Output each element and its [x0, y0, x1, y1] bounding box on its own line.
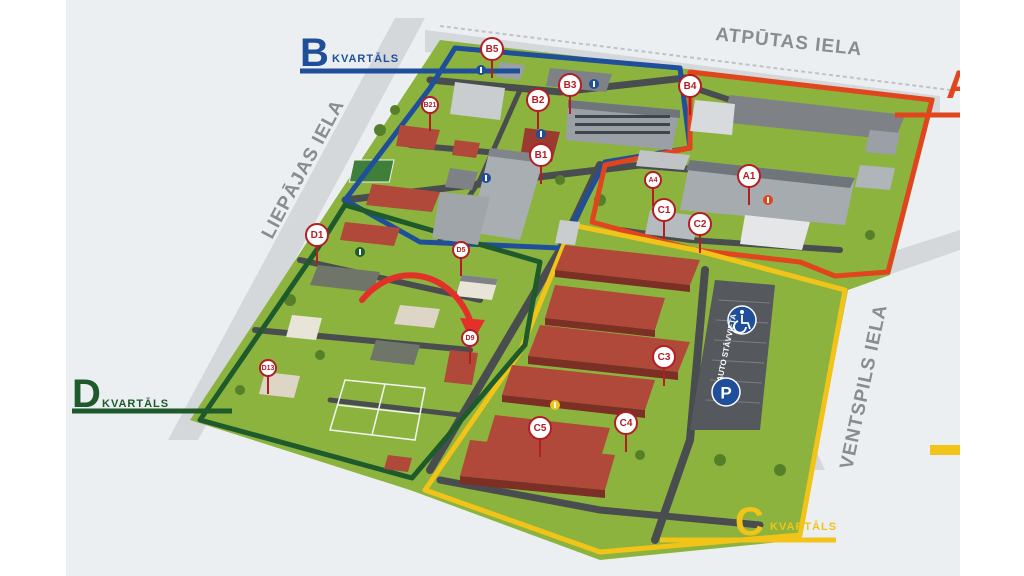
info-icon-b5	[476, 65, 486, 75]
yellow-edge-marker	[930, 445, 960, 455]
quarter-d-callout[interactable]: D KVARTĀLS	[72, 372, 232, 416]
marker-label: C5	[534, 423, 547, 434]
marker-b2[interactable]: B2	[526, 88, 550, 129]
info-icon-a1	[763, 195, 773, 205]
marker-c5[interactable]: C5	[528, 416, 552, 457]
marker-d13[interactable]: D13	[259, 359, 277, 394]
info-icon-b1	[536, 129, 546, 139]
parking-sign[interactable]: P	[711, 377, 741, 407]
marker-pin-icon	[737, 164, 761, 188]
marker-pin-icon	[529, 143, 553, 167]
marker-label: C3	[658, 352, 671, 363]
info-icon-b3	[589, 79, 599, 89]
parking-symbol: P	[720, 384, 731, 403]
marker-pin-icon	[558, 73, 582, 97]
marker-label: D13	[262, 365, 275, 372]
marker-b21[interactable]: B21	[421, 96, 439, 131]
marker-label: C2	[694, 219, 707, 230]
marker-c1[interactable]: C1	[652, 198, 676, 239]
marker-pin-icon	[528, 416, 552, 440]
quarter-d-letter: D	[72, 372, 101, 416]
marker-c2[interactable]: C2	[688, 212, 712, 253]
accessible-parking-sign[interactable]	[727, 305, 757, 335]
marker-label: D5	[457, 247, 466, 254]
quarter-c-letter: C	[735, 500, 764, 544]
marker-pin-icon	[461, 329, 479, 347]
marker-d5[interactable]: D5	[452, 241, 470, 276]
quarter-a-callout[interactable]: A	[895, 63, 960, 118]
marker-label: B3	[564, 80, 577, 91]
marker-label: B1	[535, 150, 548, 161]
quarter-b-letter: B	[300, 31, 329, 75]
marker-label: B4	[684, 81, 697, 92]
quarter-c-outline	[422, 222, 848, 555]
marker-pin-icon	[678, 74, 702, 98]
marker-a4[interactable]: A4	[644, 171, 662, 206]
marker-label: C1	[658, 205, 671, 216]
info-icon-d1	[355, 247, 365, 257]
marker-pin-icon	[644, 171, 662, 189]
quarter-c-buildings	[460, 220, 700, 498]
info-icon-b2	[481, 173, 491, 183]
marker-c4[interactable]: C4	[614, 411, 638, 452]
info-icon-c5	[550, 400, 560, 410]
marker-pin-icon	[688, 212, 712, 236]
marker-label: A1	[743, 171, 756, 182]
quarter-b-word: KVARTĀLS	[332, 53, 399, 65]
marker-label: B21	[424, 102, 437, 109]
marker-label: B5	[486, 44, 499, 55]
marker-pin-icon	[614, 411, 638, 435]
marker-b4[interactable]: B4	[678, 74, 702, 115]
marker-label: C4	[620, 418, 633, 429]
marker-pin-icon	[652, 198, 676, 222]
sports-field	[329, 379, 426, 441]
map-canvas: ATPŪTAS IELA LIEPĀJAS IELA VENTSPILS IEL…	[66, 0, 960, 576]
marker-pin-icon	[259, 359, 277, 377]
marker-b1[interactable]: B1	[529, 143, 553, 184]
wheelchair-icon	[740, 310, 744, 314]
quarter-c-callout[interactable]: C KVARTĀLS	[660, 500, 837, 544]
quarter-c-word: KVARTĀLS	[770, 521, 837, 533]
marker-pin-icon	[452, 241, 470, 259]
marker-a1[interactable]: A1	[737, 164, 761, 205]
quarter-a-buildings	[645, 95, 905, 250]
marker-label: D9	[466, 335, 475, 342]
marker-pin-icon	[421, 96, 439, 114]
marker-pin-icon	[526, 88, 550, 112]
marker-b5[interactable]: B5	[480, 37, 504, 78]
quarter-a-letter: A	[946, 63, 960, 107]
marker-pin-icon	[480, 37, 504, 61]
marker-c3[interactable]: C3	[652, 345, 676, 386]
marker-label: A4	[649, 177, 658, 184]
marker-label: D1	[311, 230, 324, 241]
marker-b3[interactable]: B3	[558, 73, 582, 114]
marker-pin-icon	[305, 223, 329, 247]
marker-d1[interactable]: D1	[305, 223, 329, 264]
quarter-d-word: KVARTĀLS	[102, 398, 169, 410]
quarter-d-buildings	[259, 222, 498, 472]
marker-pin-icon	[652, 345, 676, 369]
marker-d9[interactable]: D9	[461, 329, 479, 364]
quarter-b-buildings	[366, 62, 690, 245]
marker-label: B2	[532, 95, 545, 106]
campus-map[interactable]: ATPŪTAS IELA LIEPĀJAS IELA VENTSPILS IEL…	[66, 0, 960, 576]
rail-line	[439, 25, 951, 91]
direction-arrow	[359, 272, 473, 323]
